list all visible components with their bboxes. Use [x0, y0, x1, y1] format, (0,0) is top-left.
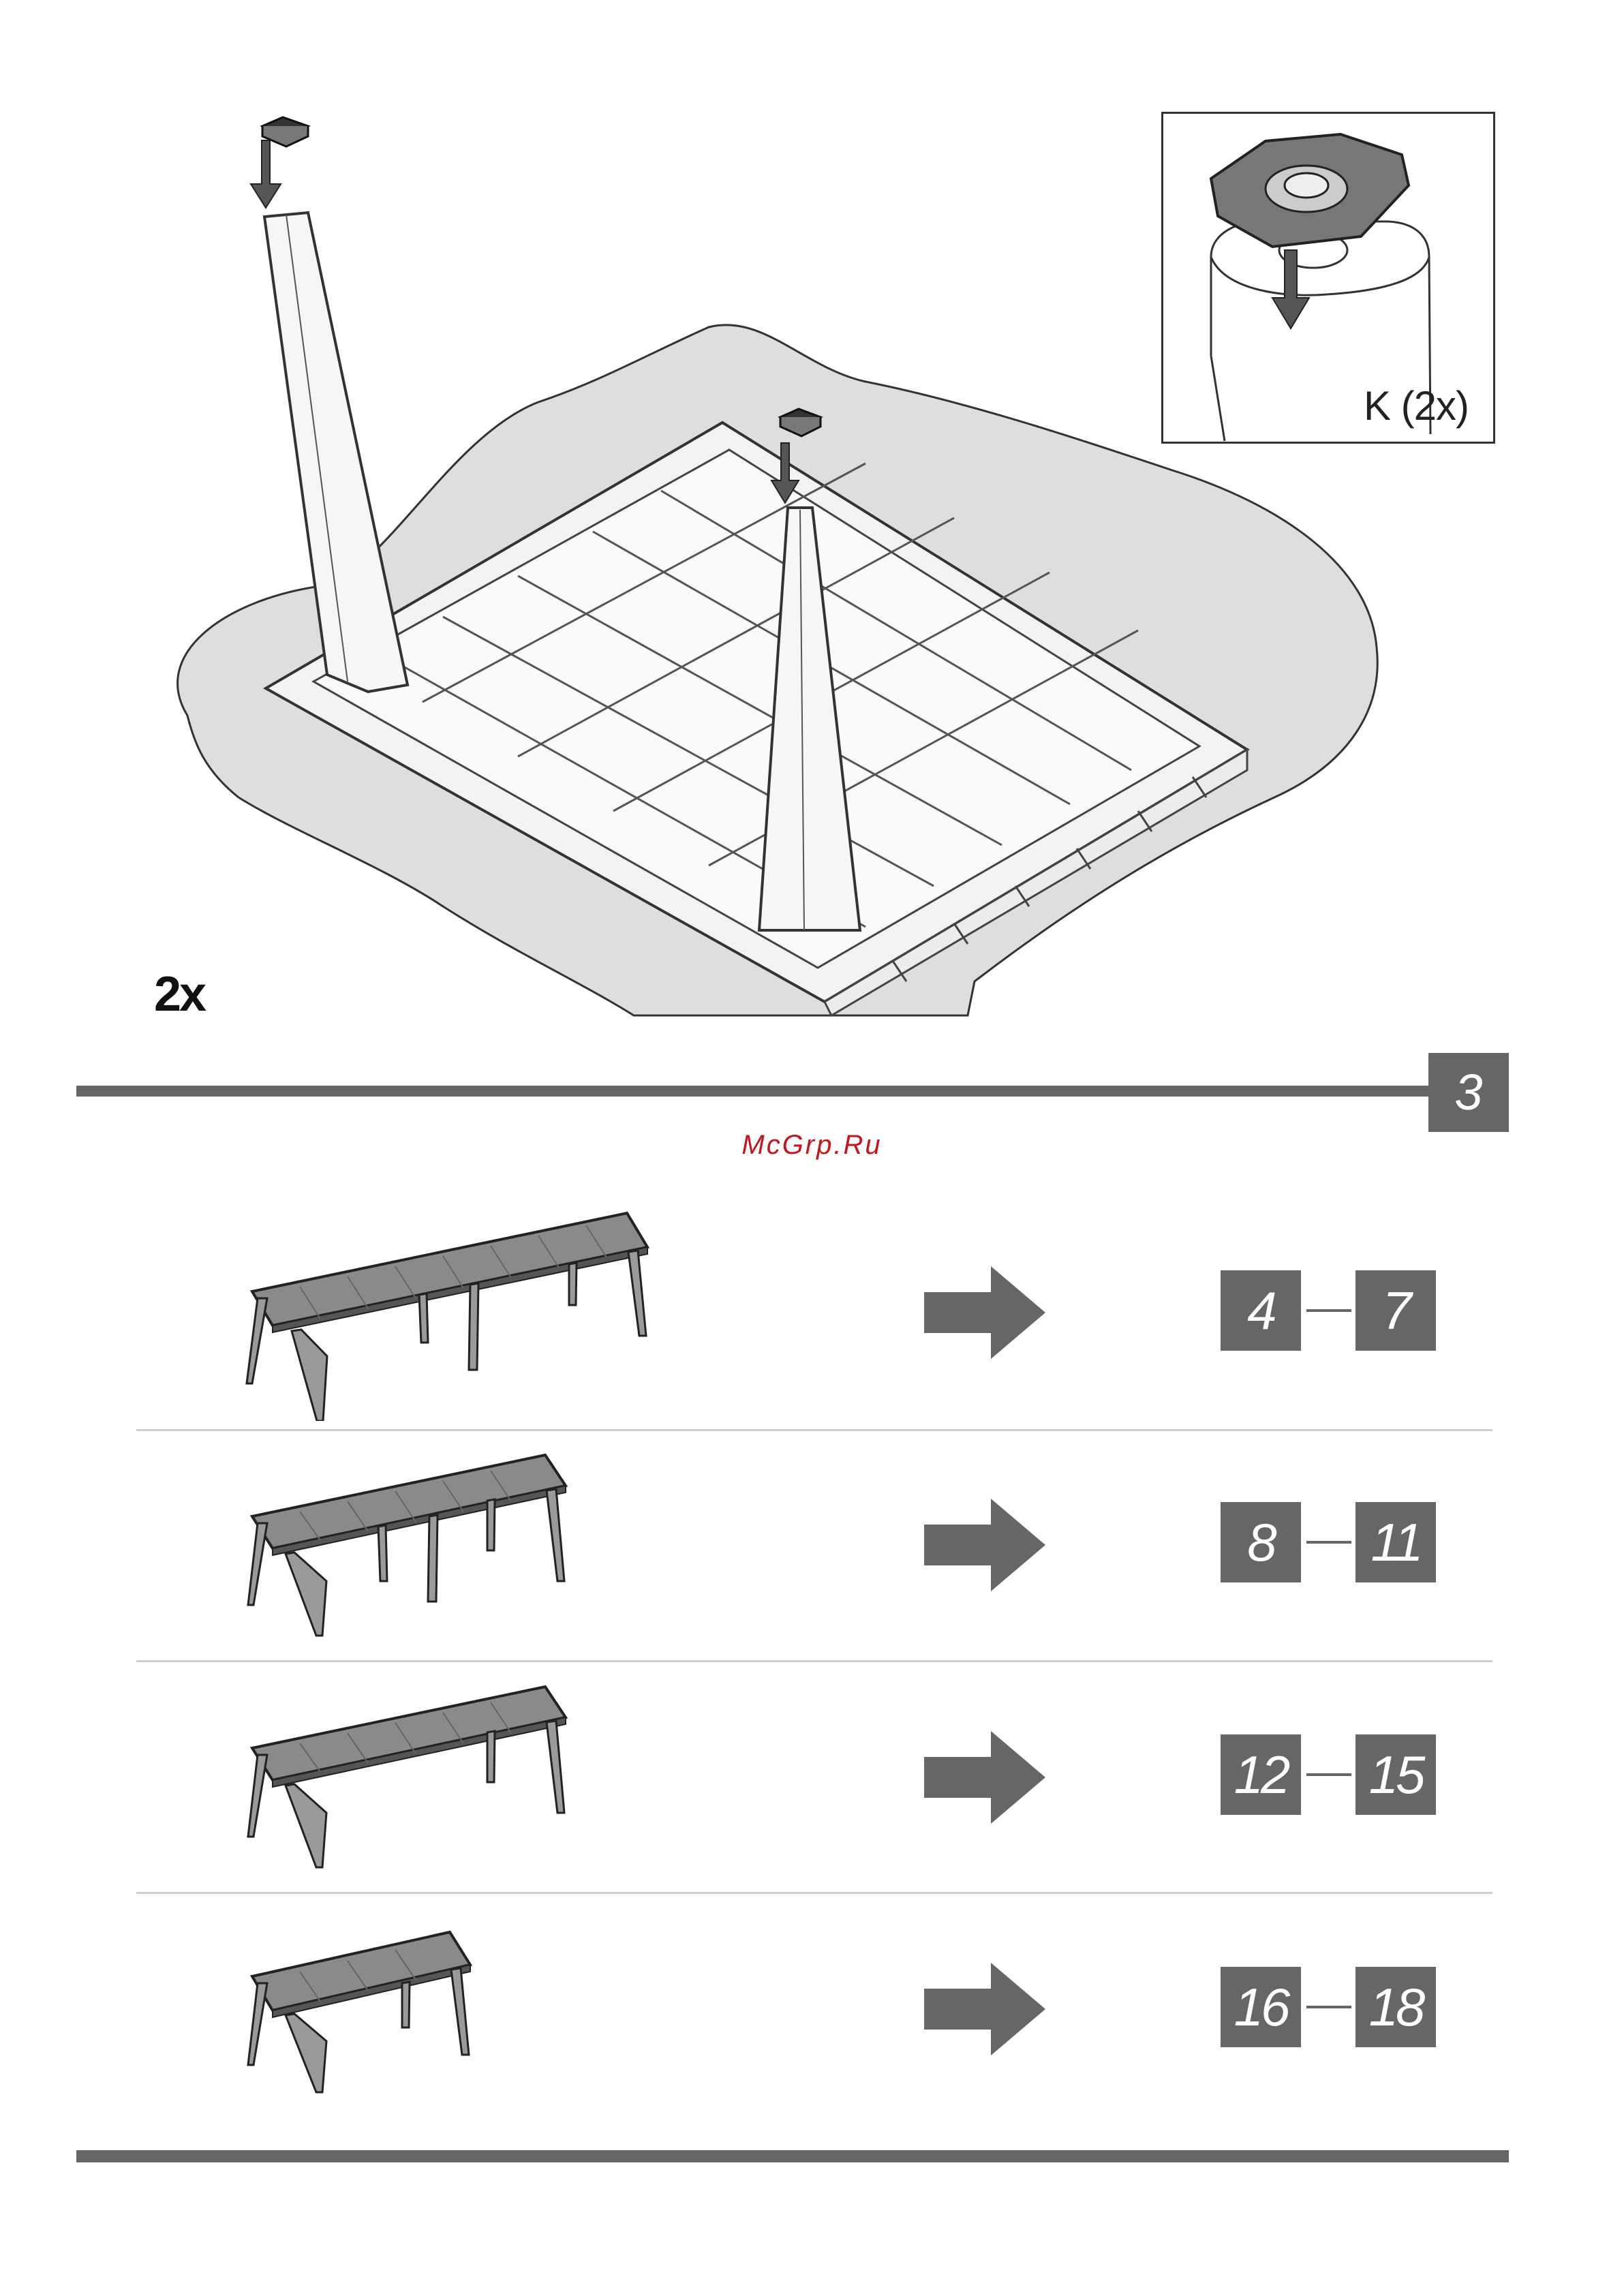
- right-arrow-icon: [924, 1266, 1045, 1359]
- page-range-4: 16 18: [1221, 1967, 1436, 2047]
- right-arrow-icon: [924, 1963, 1045, 2055]
- page-from-badge: 16: [1221, 1967, 1301, 2047]
- page-from-badge: 12: [1221, 1734, 1301, 1815]
- page-range-2: 8 11: [1221, 1502, 1436, 1582]
- quantity-label: 2x: [154, 966, 204, 1022]
- range-dash: [1306, 1773, 1351, 1776]
- page-to-badge: 11: [1355, 1502, 1436, 1582]
- row-separator: [136, 1660, 1492, 1662]
- row-separator: [136, 1429, 1492, 1431]
- step-number-badge: 3: [1428, 1053, 1509, 1132]
- page-from-badge: 8: [1221, 1502, 1301, 1582]
- page-to-badge: 7: [1355, 1270, 1436, 1351]
- watermark-text: McGrp.Ru: [0, 1130, 1624, 1161]
- page-range-1: 4 7: [1221, 1270, 1436, 1351]
- table-config-medium: [225, 1683, 593, 1881]
- page-range-3: 12 15: [1221, 1734, 1436, 1815]
- range-dash: [1306, 1541, 1351, 1544]
- right-arrow-icon: [924, 1731, 1045, 1824]
- range-dash: [1306, 2006, 1351, 2008]
- page-to-badge: 18: [1355, 1967, 1436, 2047]
- page-to-badge: 15: [1355, 1734, 1436, 1815]
- range-dash: [1306, 1309, 1351, 1312]
- page-from-badge: 4: [1221, 1270, 1301, 1351]
- bottom-divider-line: [76, 2150, 1509, 2162]
- detail-inset: K (2x): [1161, 112, 1495, 444]
- right-arrow-icon: [924, 1499, 1045, 1591]
- table-config-longest: [225, 1210, 668, 1421]
- down-arrow-icon: [251, 140, 281, 208]
- step-divider-line: [76, 1086, 1433, 1097]
- row-separator: [136, 1892, 1492, 1894]
- table-config-short: [225, 1918, 511, 2102]
- part-label: K (2x): [1364, 382, 1469, 429]
- table-config-long: [225, 1452, 593, 1649]
